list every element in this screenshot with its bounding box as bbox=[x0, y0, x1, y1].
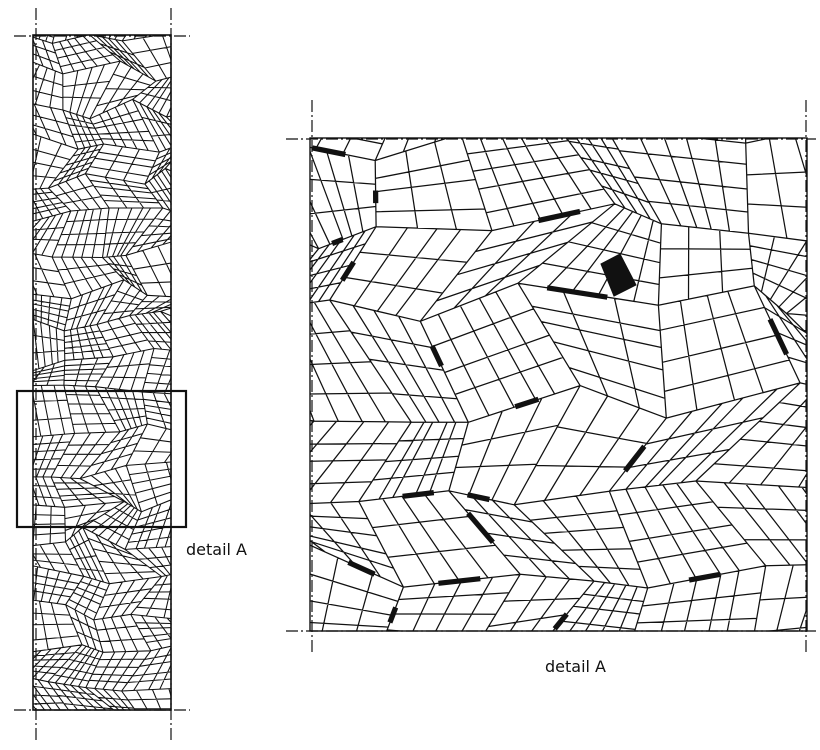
strip-mesh bbox=[33, 35, 171, 710]
strip-detail-label: detail A bbox=[186, 540, 247, 559]
detail-border bbox=[309, 137, 808, 632]
strip-centerlines bbox=[14, 8, 190, 742]
strip-panel bbox=[14, 8, 190, 742]
detail-panel bbox=[286, 100, 816, 652]
detail-centerlines bbox=[286, 100, 816, 652]
detail-mesh bbox=[310, 138, 807, 631]
detail-caption: detail A bbox=[545, 657, 606, 676]
detail-a-frame bbox=[15, 389, 188, 529]
filled-element bbox=[600, 253, 637, 297]
